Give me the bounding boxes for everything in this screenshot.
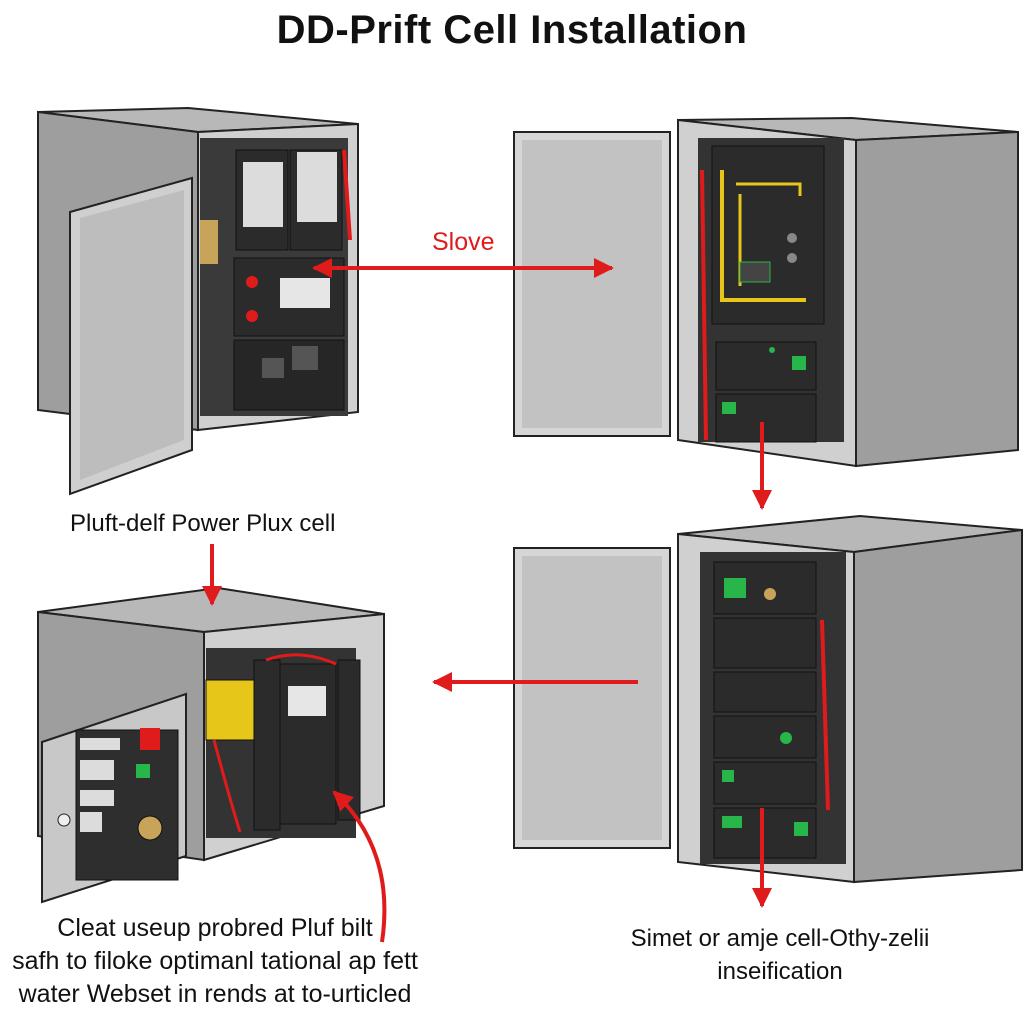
- caption-line: inseification: [717, 958, 843, 985]
- curved-arrow: [332, 790, 387, 943]
- caption-line: water Webset in rends at to-urticled: [18, 980, 412, 1008]
- cabinet-interior: [200, 138, 352, 416]
- cabinet-interior: [205, 648, 361, 838]
- cabinet-top-right: [513, 116, 1019, 468]
- cabinet-interior: [698, 138, 844, 443]
- caption-top-left: Pluft-delf Power Plux cell: [70, 510, 336, 537]
- caption-bottom-left: Cleat useup probred Pluf bilt safh to fi…: [0, 912, 430, 1011]
- caption-line: Simet or amje cell-Othy-zelii: [630, 925, 930, 952]
- door-control-panel: [57, 728, 179, 881]
- cabinet-interior: [700, 552, 846, 864]
- diagram-title: DD-Prift Cell Installation: [276, 8, 748, 52]
- arrow-label: Slove: [432, 228, 495, 256]
- cabinet-bottom-right: [513, 514, 1023, 884]
- cabinet-bottom-left: [37, 586, 385, 904]
- caption-bottom-right: Simet or amje cell-Othy-zelii inseificat…: [560, 922, 1000, 988]
- caption-line: Cleat useup probred Pluf bilt: [57, 914, 373, 942]
- cabinet-top-left: [37, 106, 359, 496]
- caption-line: safh to filoke optimanl tational ap fett: [12, 947, 418, 975]
